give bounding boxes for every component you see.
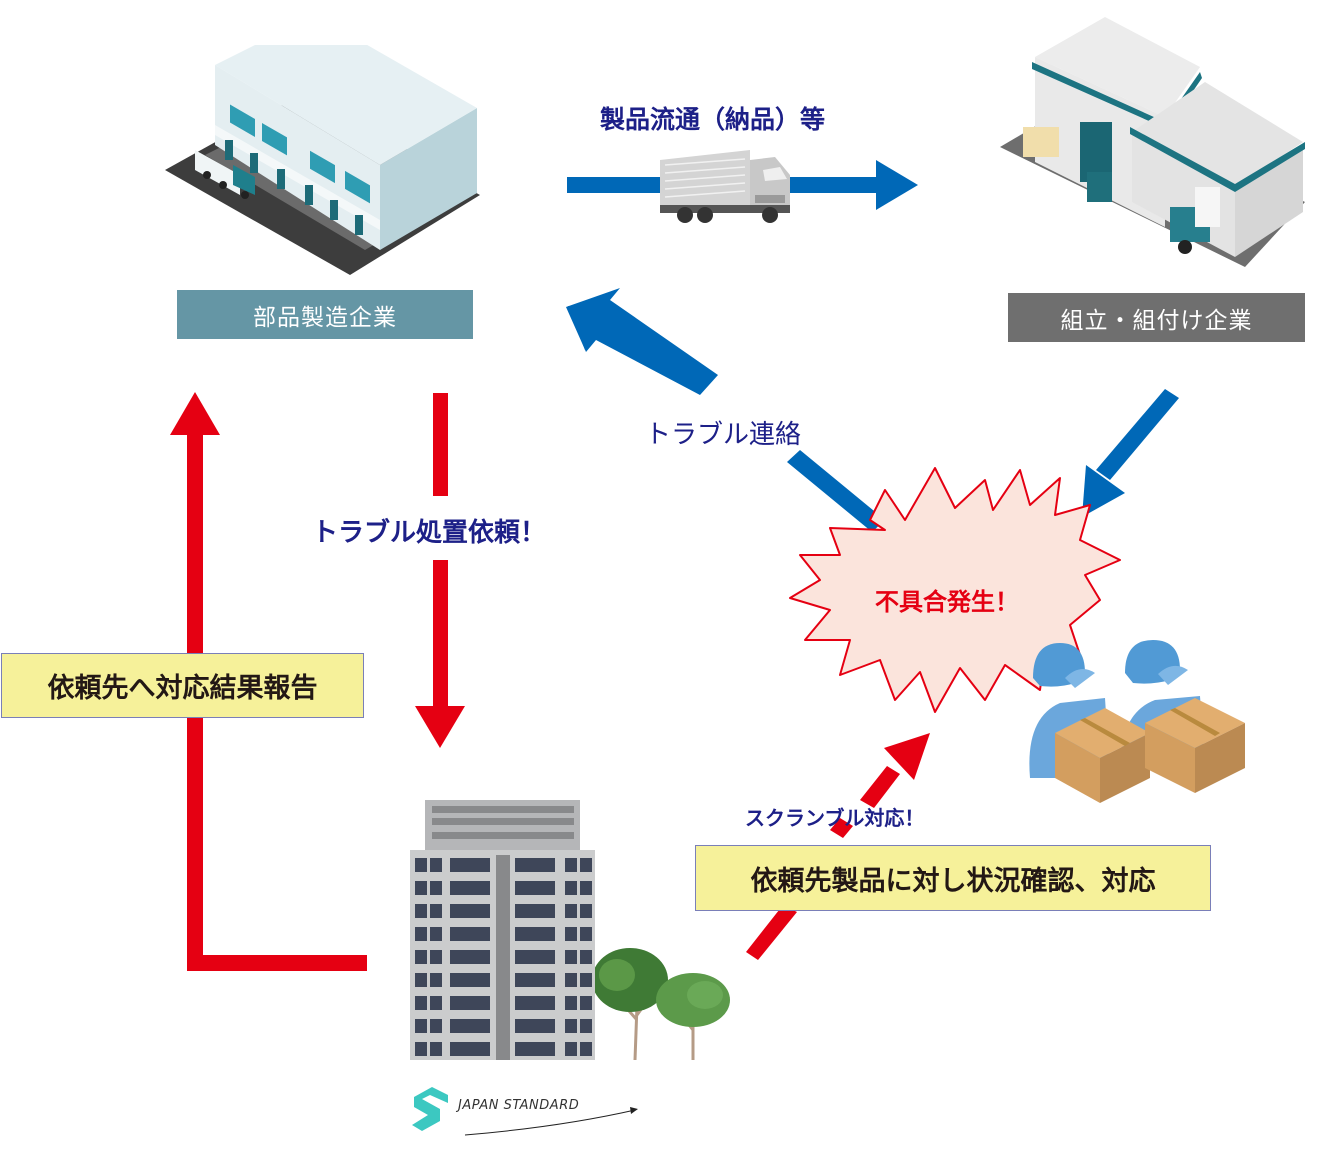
report-result-note: 依頼先へ対応結果報告 [1, 653, 364, 718]
building-window [450, 858, 490, 872]
building-window [580, 1042, 592, 1056]
building-window [450, 904, 490, 918]
building-window [430, 1042, 442, 1056]
building-window [415, 881, 427, 895]
parts-factory-illustration [165, 45, 480, 275]
building-window [450, 1019, 490, 1033]
building-window [415, 858, 427, 872]
building-window [515, 904, 555, 918]
scramble-label: スクランブル対応！ [745, 806, 925, 830]
building-window [580, 973, 592, 987]
distribution-label: 製品流通（納品）等 [600, 105, 826, 134]
building-window [515, 1042, 555, 1056]
logo-text: JAPAN STANDARD [458, 1098, 580, 1113]
building-window [415, 1019, 427, 1033]
building-window [430, 1019, 442, 1033]
building-window [565, 950, 577, 964]
building-window [565, 996, 577, 1010]
building-window [450, 996, 490, 1010]
building-window [580, 1019, 592, 1033]
building-window [415, 950, 427, 964]
building-window [450, 927, 490, 941]
trouble-event-label: 不具合発生！ [875, 588, 1019, 616]
trouble-request-arrow [415, 393, 465, 748]
building-window [580, 881, 592, 895]
building-window [415, 927, 427, 941]
building-window [430, 858, 442, 872]
office-building-illustration [410, 800, 595, 1060]
building-window [450, 881, 490, 895]
building-window [430, 927, 442, 941]
trouble-request-label: トラブル処置依頼！ [312, 518, 547, 548]
trees-illustration [595, 948, 730, 1060]
building-window [450, 973, 490, 987]
building-window [565, 927, 577, 941]
scramble-arrow [746, 733, 930, 960]
trouble-contact-arrow [566, 288, 885, 532]
building-window [565, 1042, 577, 1056]
building-window [430, 973, 442, 987]
check-response-note: 依頼先製品に対し状況確認、対応 [695, 845, 1211, 911]
building-window [515, 858, 555, 872]
building-window [515, 1019, 555, 1033]
building-window [580, 927, 592, 941]
workers-illustration [1029, 640, 1245, 803]
building-window [415, 1042, 427, 1056]
assembly-factory-illustration [1000, 17, 1305, 267]
building-window [450, 1042, 490, 1056]
building-window [415, 973, 427, 987]
building-window [580, 950, 592, 964]
building-window [580, 904, 592, 918]
building-window [415, 996, 427, 1010]
building-window [565, 973, 577, 987]
building-window [430, 881, 442, 895]
building-window [430, 996, 442, 1010]
assembly-company-label: 組立・組付け企業 [1008, 293, 1305, 342]
building-window [515, 927, 555, 941]
trouble-contact-label: トラブル連絡 [645, 420, 802, 450]
building-window [515, 881, 555, 895]
assembly-trouble-arrow [1082, 389, 1179, 517]
building-window [580, 858, 592, 872]
japan-standard-logo [412, 1087, 638, 1136]
building-window [565, 858, 577, 872]
building-window [430, 904, 442, 918]
building-window [565, 1019, 577, 1033]
building-window [430, 950, 442, 964]
building-window [515, 950, 555, 964]
parts-manufacturer-label: 部品製造企業 [177, 290, 473, 339]
building-window [415, 904, 427, 918]
building-window [515, 996, 555, 1010]
truck-illustration [660, 150, 790, 223]
building-window [565, 904, 577, 918]
building-window [580, 996, 592, 1010]
building-window [515, 973, 555, 987]
building-window [450, 950, 490, 964]
building-window [565, 881, 577, 895]
